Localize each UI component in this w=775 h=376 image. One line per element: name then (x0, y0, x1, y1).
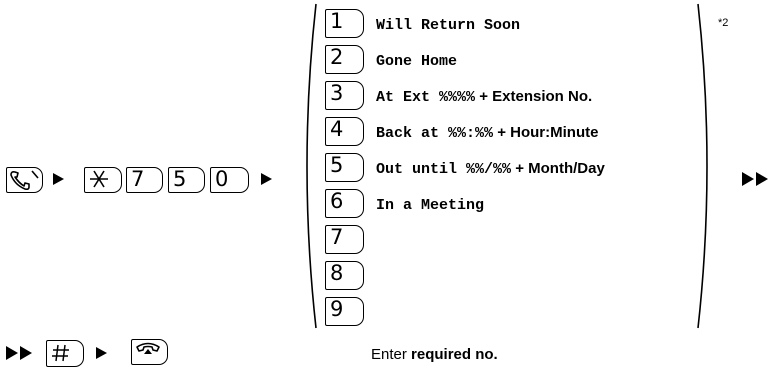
star-key (84, 167, 122, 193)
left-parenthesis (306, 3, 317, 329)
option-key-6: 6 (325, 189, 364, 218)
option-text-2: Gone Home (376, 52, 457, 71)
key-label: 7 (330, 225, 344, 249)
key-digit-5: 5 (168, 167, 205, 193)
key-label: 6 (330, 189, 344, 213)
option-text-4: Back at %%:%% + Hour:Minute (376, 124, 598, 143)
key-label: 1 (330, 9, 344, 33)
caption: Enter required no. (371, 346, 498, 363)
option-text-1: Will Return Soon (376, 16, 520, 35)
double-arrow-right-icon (742, 172, 768, 186)
caption-prefix: Enter (371, 346, 407, 363)
option-message: Out until %%/%% (376, 161, 512, 178)
arrow-right-icon (261, 173, 272, 185)
footnote-marker: *2 (718, 17, 729, 29)
arrow-right-icon (53, 173, 64, 185)
hash-key (46, 340, 84, 367)
option-text-6: In a Meeting (376, 196, 484, 215)
option-key-8: 8 (325, 261, 364, 290)
option-text-3: At Ext %%%% + Extension No. (376, 88, 592, 107)
option-suffix: + Extension No. (479, 88, 593, 105)
key-label: 8 (330, 261, 344, 285)
option-message: Gone Home (376, 53, 458, 70)
key-digit-7: 7 (126, 167, 163, 193)
key-label: 9 (330, 297, 344, 321)
option-key-9: 9 (325, 297, 364, 326)
option-message: Will Return Soon (376, 17, 521, 34)
onhook-handset-icon (131, 339, 168, 365)
option-message: In a Meeting (376, 197, 485, 214)
option-key-4: 4 (325, 117, 364, 146)
option-message: At Ext %%%% (376, 89, 476, 106)
key-label: 3 (330, 81, 344, 105)
key-digit-0: 0 (210, 167, 249, 193)
right-parenthesis (697, 3, 708, 329)
option-key-1: 1 (325, 9, 364, 38)
option-key-7: 7 (325, 225, 364, 254)
caption-bold: required no. (411, 346, 498, 363)
option-message: Back at %%:%% (376, 125, 494, 142)
option-key-3: 3 (325, 81, 364, 110)
key-label: 0 (215, 167, 229, 191)
option-key-5: 5 (325, 153, 364, 182)
option-suffix: + Hour:Minute (497, 124, 599, 141)
arrow-right-icon (96, 347, 107, 359)
option-key-2: 2 (325, 45, 364, 74)
key-label: 7 (131, 167, 145, 191)
option-suffix: + Month/Day (515, 160, 605, 177)
double-arrow-right-icon (6, 346, 32, 360)
key-label: 2 (330, 45, 344, 69)
option-text-5: Out until %%/%% + Month/Day (376, 160, 605, 179)
offhook-handset-icon (6, 167, 43, 193)
key-label: 5 (173, 167, 187, 191)
key-label: 4 (330, 117, 344, 141)
key-label: 5 (330, 153, 344, 177)
